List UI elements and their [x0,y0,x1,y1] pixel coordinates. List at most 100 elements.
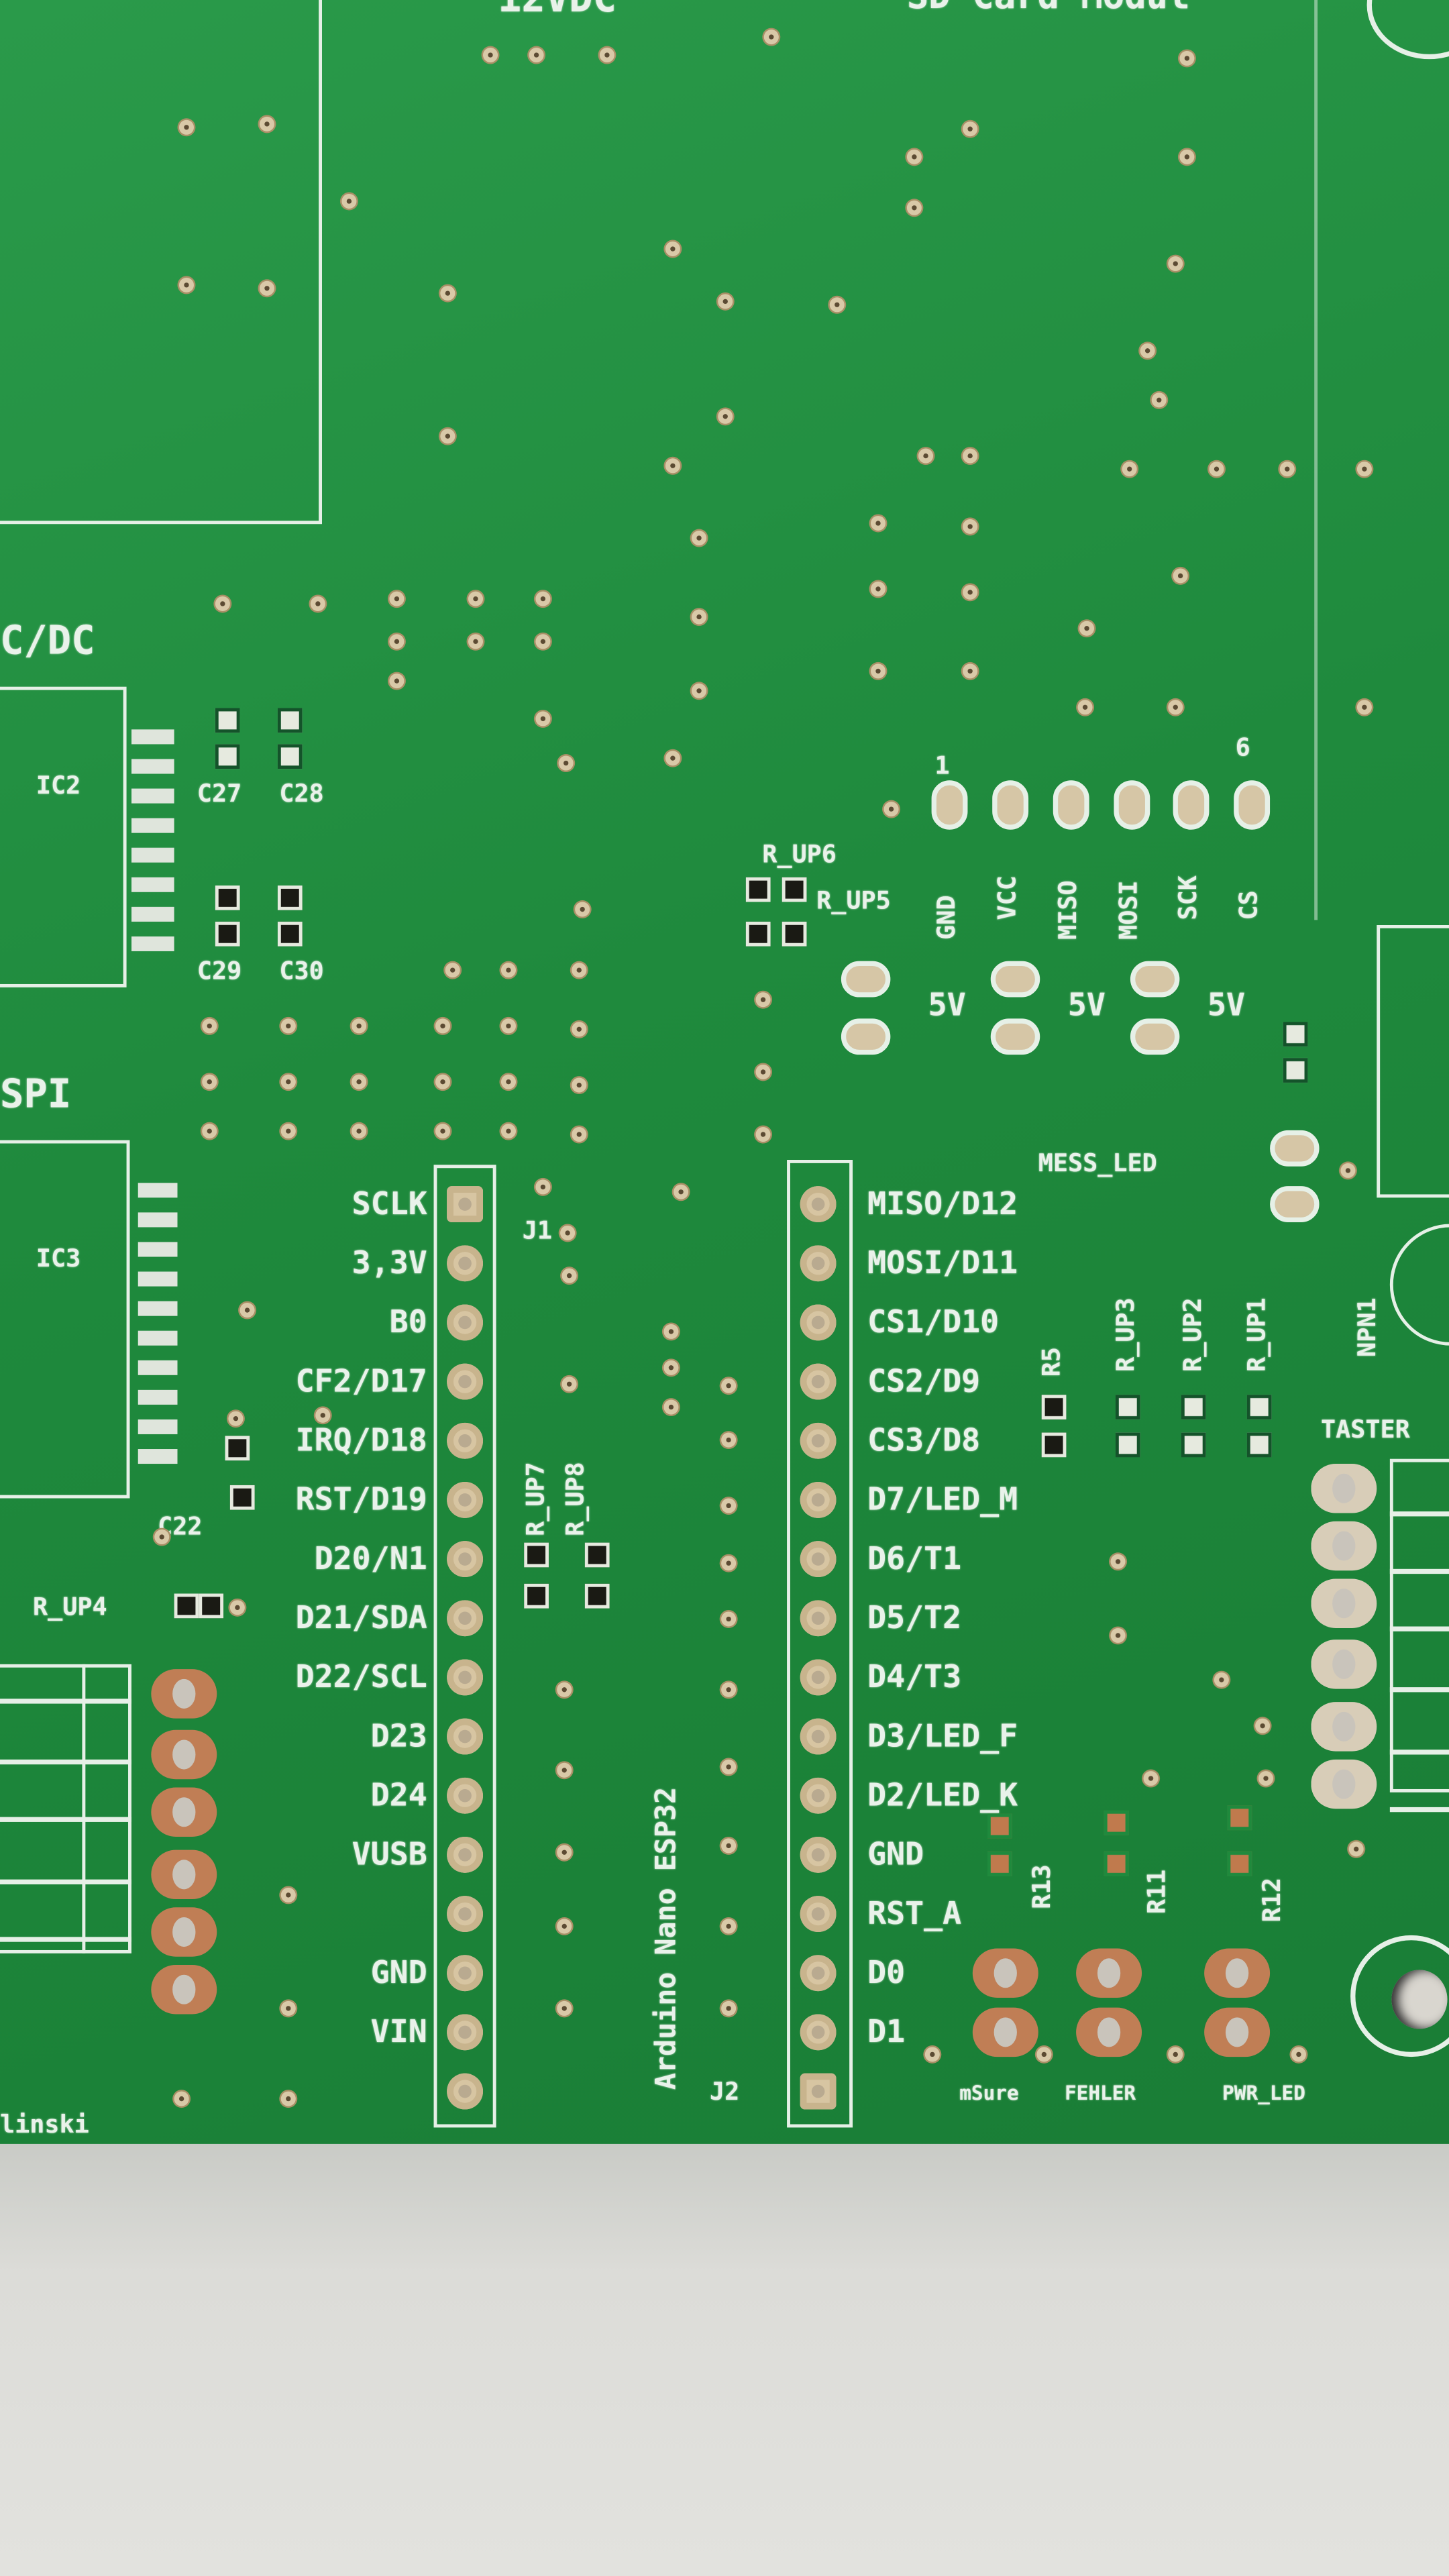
left-connector-line [0,1759,131,1765]
j2-pin [800,1777,837,1814]
ic3-outline [0,1140,130,1499]
j1-pin [447,1363,484,1400]
smd-pad [745,877,771,902]
via [1143,1771,1159,1786]
j1-outline [433,1165,496,2128]
via [572,1127,587,1142]
smd-pad [1283,1058,1308,1083]
j1-pin [447,1836,484,1873]
left-connector-line [0,1699,131,1704]
via [557,2000,572,2016]
smd-pad [1246,1432,1272,1458]
jumper-pad [1130,961,1180,998]
jumper-pad [841,1018,891,1055]
label-ic2: IC2 [36,770,81,800]
smd-pad [215,921,240,947]
j2-pin [800,1718,837,1755]
label-sd-card-modul: SD Card Modul [907,0,1190,15]
label-r-up4: R_UP4 [32,1592,107,1622]
j1-pin [447,2014,484,2051]
via [468,591,484,606]
label-r-up3: R_UP3 [1110,1297,1140,1372]
via [692,683,707,698]
label-c29: C29 [197,956,242,986]
j2-pin [800,1481,837,1518]
smd-pad [215,885,240,910]
j2-pin [800,1245,837,1282]
via [1036,2047,1052,2062]
label-npn1: NPN1 [1352,1297,1382,1357]
via [1168,2047,1183,2062]
via [663,1399,679,1415]
ic2-pin [131,788,174,804]
label-12vdc: 12VDC [498,0,616,18]
via [440,286,455,301]
sd-pin [931,780,968,830]
via [1079,621,1095,636]
via [918,448,934,464]
taster-line [1389,1687,1449,1692]
led-pad [972,2007,1038,2057]
via [906,149,922,164]
left-connector-pad [151,1729,217,1780]
j1-pin-label: D23 [370,1718,427,1755]
via [1348,1841,1364,1857]
via [280,1018,296,1034]
label-spi: SPI [0,1071,72,1118]
via [1179,149,1195,164]
j1-pin-label: 3,3V [352,1245,427,1282]
via [963,519,978,534]
via [755,992,771,1008]
j2-pin [800,1422,837,1459]
label-r11: R11 [1142,1869,1172,1915]
via [500,1018,516,1034]
smd-pad [987,1851,1012,1876]
label-c27: C27 [197,778,242,808]
j1-pin-label: IRQ/D18 [295,1422,427,1459]
j1-pin [447,1481,484,1518]
label-c30: C30 [279,956,324,986]
taster-pad [1311,1759,1377,1809]
j2-pin-label: D3/LED_F [867,1718,1018,1755]
ic3-pin [138,1212,178,1228]
via [692,609,707,625]
via [435,1074,451,1089]
via [1168,700,1183,715]
sd-pin [1053,780,1089,830]
taster-outline [1389,1458,1449,1792]
via [1279,462,1295,477]
ic2-outline [0,686,127,987]
label-r-up8: R_UP8 [560,1462,590,1536]
label-taster: TASTER [1320,1414,1410,1444]
ic2-pin [131,847,174,863]
via [259,116,274,131]
label-c28: C28 [279,778,324,808]
sd-pin [1114,780,1150,830]
j2-pin [800,1541,837,1578]
via [557,1682,572,1697]
j2-pin-label: MOSI/D11 [867,1245,1018,1282]
left-connector-pad [151,1787,217,1837]
via [178,277,194,292]
sd-pin-label: VCC [992,875,1022,920]
via [352,1074,367,1089]
label-r5: R5 [1036,1347,1067,1377]
j1-pin [447,1422,484,1459]
sd-pin-label: SCK [1173,875,1203,920]
via [228,1411,244,1426]
mounting-hole-top [1366,0,1449,60]
j1-pin [447,1718,484,1755]
ic2-pin [131,818,174,833]
smd-pad [1283,1022,1308,1047]
via [906,200,922,215]
via [1110,1554,1126,1569]
via [665,458,680,474]
taster-line [1389,1750,1449,1754]
sd-pin-label: MISO [1053,880,1083,940]
label-sd-pin1: 1 [934,751,950,781]
sd-pin-label: MOSI [1114,880,1144,940]
via [535,634,551,649]
via [280,2091,296,2106]
via [718,409,733,424]
label-arduino-nano-esp32: Arduino Nano ESP32 [650,1786,684,2090]
